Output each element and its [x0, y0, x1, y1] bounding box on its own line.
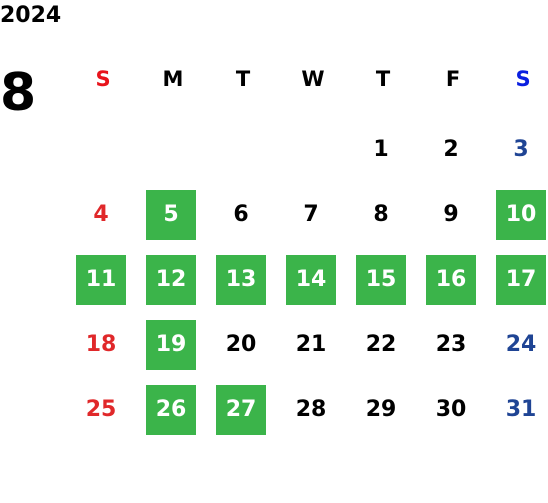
day-cell[interactable]: 24 — [505, 332, 537, 357]
weekday-tuesday: T — [235, 67, 251, 91]
day-cell[interactable]: 4 — [93, 202, 109, 227]
day-cell[interactable]: 31 — [505, 397, 537, 422]
week-row-5: 25 26 27 28 29 30 31 — [65, 385, 548, 435]
day-cell[interactable]: 25 — [85, 397, 117, 422]
day-cell[interactable]: 28 — [295, 397, 327, 422]
calendar-month: 8 — [0, 63, 37, 123]
day-cell[interactable]: 13 — [216, 255, 266, 305]
day-cell[interactable]: 16 — [426, 255, 476, 305]
week-row-2: 4 5 6 7 8 9 10 — [65, 190, 548, 240]
weekday-thursday: T — [375, 67, 391, 91]
day-cell[interactable]: 26 — [146, 385, 196, 435]
day-cell[interactable]: 30 — [435, 397, 467, 422]
day-cell[interactable]: 8 — [373, 202, 389, 227]
day-cell[interactable]: 10 — [496, 190, 546, 240]
day-cell[interactable]: 6 — [233, 202, 249, 227]
day-cell[interactable]: 29 — [365, 397, 397, 422]
day-cell[interactable]: 15 — [356, 255, 406, 305]
weekday-monday: M — [162, 67, 184, 91]
calendar-year: 2024 — [0, 3, 62, 28]
day-cell[interactable]: 14 — [286, 255, 336, 305]
day-cell[interactable]: 11 — [76, 255, 126, 305]
day-cell[interactable]: 2 — [443, 137, 459, 162]
day-cell[interactable]: 9 — [443, 202, 459, 227]
weekday-header-row: S M T W T F S — [65, 54, 548, 104]
weekday-sunday: S — [95, 67, 111, 91]
week-row-1: 1 2 3 — [65, 125, 548, 175]
day-cell — [286, 125, 336, 175]
day-cell[interactable]: 3 — [513, 137, 529, 162]
day-cell[interactable]: 7 — [303, 202, 319, 227]
day-cell — [146, 125, 196, 175]
day-cell[interactable]: 20 — [225, 332, 257, 357]
day-cell[interactable]: 12 — [146, 255, 196, 305]
day-cell — [216, 125, 266, 175]
day-cell[interactable]: 18 — [85, 332, 117, 357]
day-cell — [76, 125, 126, 175]
day-cell[interactable]: 5 — [146, 190, 196, 240]
day-cell[interactable]: 19 — [146, 320, 196, 370]
day-cell[interactable]: 1 — [373, 137, 389, 162]
week-row-3: 11 12 13 14 15 16 17 — [65, 255, 548, 305]
day-cell[interactable]: 23 — [435, 332, 467, 357]
day-cell[interactable]: 27 — [216, 385, 266, 435]
weekday-friday: F — [445, 67, 461, 91]
weekday-wednesday: W — [301, 67, 325, 91]
day-cell[interactable]: 17 — [496, 255, 546, 305]
day-cell[interactable]: 21 — [295, 332, 327, 357]
week-row-4: 18 19 20 21 22 23 24 — [65, 320, 548, 370]
weekday-saturday: S — [515, 67, 531, 91]
day-cell[interactable]: 22 — [365, 332, 397, 357]
